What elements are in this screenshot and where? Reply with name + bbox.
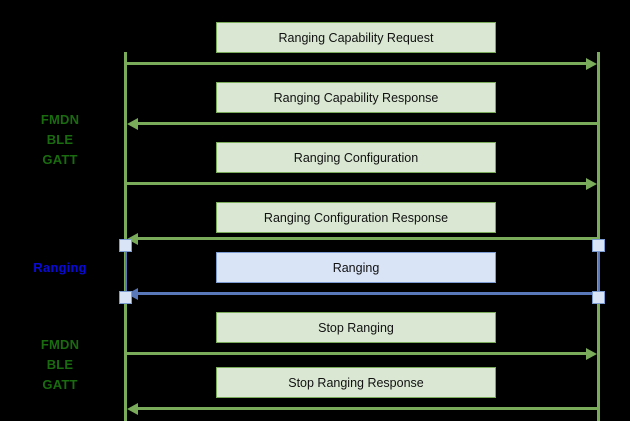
message-arrow-head-5 <box>127 288 138 300</box>
message-arrow-head-2 <box>127 118 138 130</box>
phase-label-2: Ranging <box>33 260 87 275</box>
message-box-2: Ranging Capability Response <box>216 82 496 113</box>
activation-bar-right <box>597 245 600 297</box>
activation-node-right-start <box>592 238 605 252</box>
message-arrow-head-4 <box>127 233 138 245</box>
message-box-1: Ranging Capability Request <box>216 22 496 53</box>
message-arrow-head-6 <box>586 348 597 360</box>
activation-node-left-start <box>119 238 132 252</box>
left-lifeline <box>124 52 127 421</box>
message-arrow-head-3 <box>586 178 597 190</box>
message-box-4: Ranging Configuration Response <box>216 202 496 233</box>
message-box-6: Stop Ranging <box>216 312 496 343</box>
activation-node-right-end <box>592 290 605 304</box>
message-arrow-head-1 <box>586 58 597 70</box>
phase-label-1: FMDN BLE GATT <box>40 112 80 167</box>
message-arrow-line-4 <box>138 237 597 240</box>
message-arrow-line-2 <box>138 122 597 125</box>
activation-bar-left <box>124 245 127 297</box>
right-lifeline <box>597 52 600 421</box>
message-arrow-line-3 <box>127 182 586 185</box>
phase-label-3: FMDN BLE GATT <box>40 337 80 392</box>
message-arrow-line-6 <box>127 352 586 355</box>
message-arrow-line-5 <box>138 292 597 295</box>
message-arrow-line-1 <box>127 62 586 65</box>
activation-node-left-end <box>119 290 132 304</box>
message-arrow-line-7 <box>138 407 597 410</box>
message-box-5: Ranging <box>216 252 496 283</box>
message-arrow-head-7 <box>127 403 138 415</box>
message-box-3: Ranging Configuration <box>216 142 496 173</box>
message-box-7: Stop Ranging Response <box>216 367 496 398</box>
